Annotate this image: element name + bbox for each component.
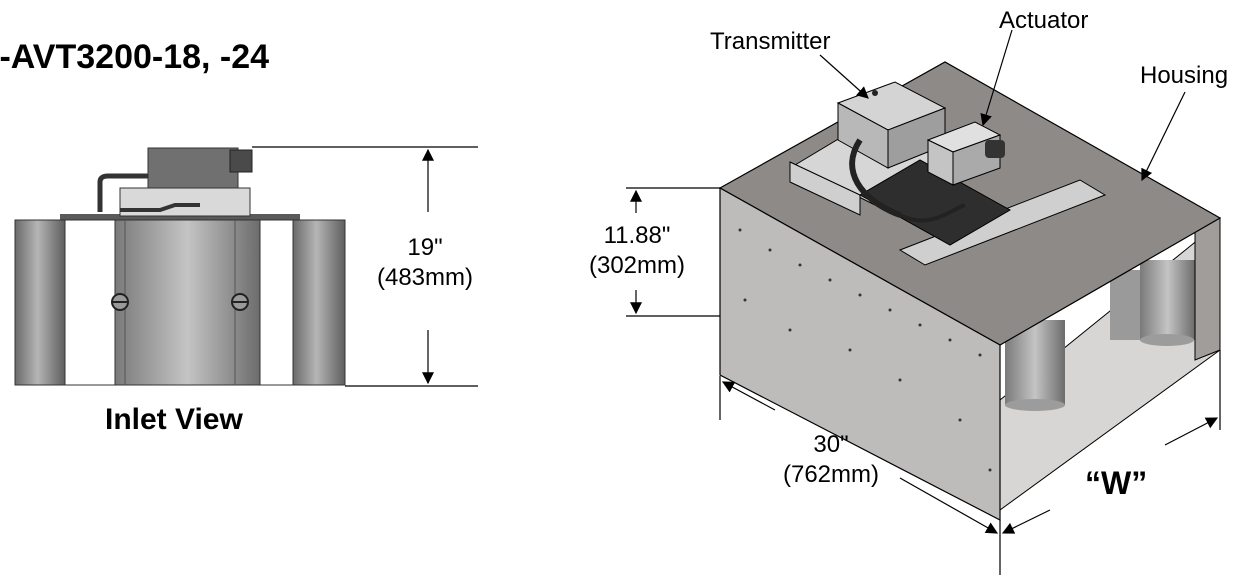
inlet-tubing <box>97 173 148 212</box>
inlet-height-dimension <box>252 146 478 387</box>
inlet-view-drawing <box>14 147 346 386</box>
housing-cylinder-right <box>1140 260 1195 340</box>
inlet-height-mm: (483mm) <box>376 264 473 291</box>
inlet-actuator-knob <box>229 149 253 173</box>
inlet-left-panel <box>14 219 66 386</box>
actuator-leader <box>980 29 1013 127</box>
transmitter-leader <box>819 54 869 99</box>
iso-depth-in: 30" <box>813 431 849 458</box>
housing-rivets <box>738 228 992 472</box>
page-title: I-AVT3200-18, -24 <box>0 38 270 76</box>
inlet-view-caption: Inlet View <box>105 403 243 436</box>
iso-depth-dimension <box>719 376 1001 575</box>
iso-height-mm: (302mm) <box>588 252 685 279</box>
iso-depth-mm: (762mm) <box>782 461 879 488</box>
housing-dark-plate <box>858 159 1012 246</box>
inlet-right-panel <box>292 219 346 386</box>
housing-leader <box>1141 91 1186 182</box>
actuator-callout: Actuator <box>999 7 1089 34</box>
iso-width-dimension <box>1001 350 1221 534</box>
inlet-height-in: 19" <box>407 234 443 261</box>
iso-width-label: “W” <box>1085 465 1148 501</box>
iso-depth-label: 30" (762mm) <box>766 430 896 490</box>
inlet-height-label: 19" (483mm) <box>360 233 490 293</box>
inlet-top-plate <box>60 214 300 220</box>
housing-tubing <box>849 138 902 218</box>
inlet-transmitter-box <box>147 147 239 189</box>
housing-actuator-knob <box>985 140 1005 158</box>
transmitter-callout: Transmitter <box>710 28 831 55</box>
housing-callout: Housing <box>1140 62 1229 89</box>
iso-height-label: 11.88" (302mm) <box>572 221 702 281</box>
iso-height-in: 11.88" <box>603 222 671 249</box>
iso-height-dimension <box>626 187 720 317</box>
housing-iso-drawing <box>718 61 1222 521</box>
